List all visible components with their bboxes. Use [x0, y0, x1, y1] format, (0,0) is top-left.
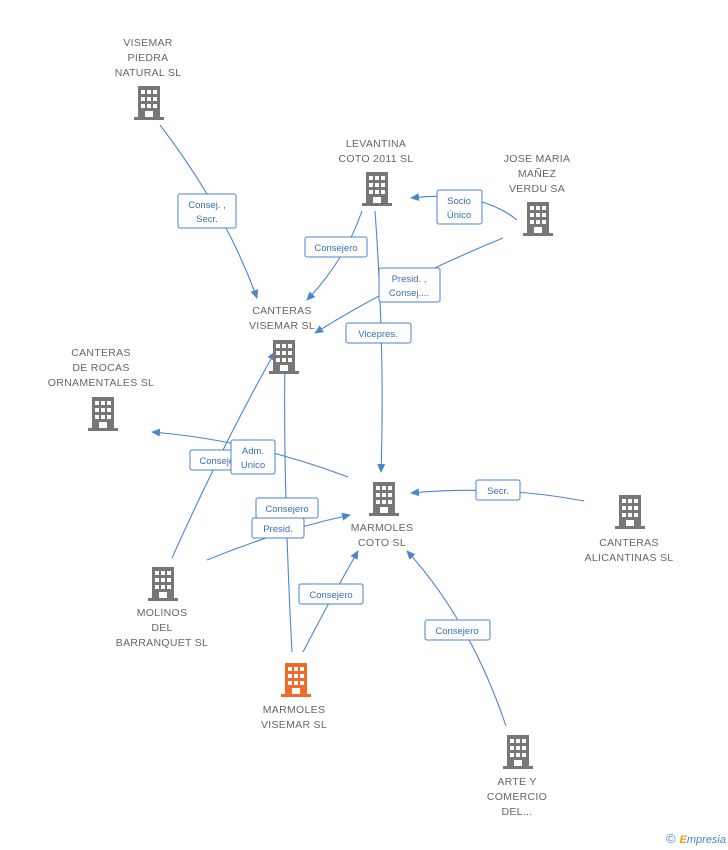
building-icon: [88, 397, 118, 431]
building-icon: [503, 735, 533, 769]
node-label: ALICANTINAS SL: [585, 552, 674, 564]
nodes: VISEMAR PIEDRA NATURAL SL LEVANTINA COTO…: [48, 37, 674, 818]
edge-label-e6-line1: Consejero: [199, 456, 242, 467]
node-label: BARRANQUET SL: [116, 637, 208, 649]
building-icon: [523, 202, 553, 236]
edge-label-e3-line1: Consejero: [314, 243, 357, 254]
edge-label-e9[interactable]: Presid.: [251, 517, 305, 539]
node-label: VERDU SA: [509, 183, 565, 195]
node-levantina-coto[interactable]: LEVANTINA COTO 2011 SL: [339, 138, 414, 206]
edge-label-e4[interactable]: Presid. , Consej....: [378, 267, 441, 303]
node-marmoles-visemar[interactable]: MARMOLES VISEMAR SL: [261, 663, 327, 731]
edge-label-e10-line1: Consejero: [309, 590, 352, 601]
edge-label-e5-line1: Vicepres.: [358, 329, 397, 340]
node-label: ORNAMENTALES SL: [48, 377, 154, 389]
building-icon: [369, 482, 399, 516]
node-label: DE ROCAS: [72, 362, 129, 374]
edge-label-e1-line2: Secr.: [196, 214, 218, 225]
node-label: MARMOLES: [351, 522, 414, 534]
building-icon: [134, 86, 164, 120]
node-label: COTO SL: [358, 537, 406, 549]
node-label: CANTERAS: [599, 537, 659, 549]
node-label: DEL...: [502, 806, 533, 818]
edge-labels: Consej. , Secr. Socio Único Consejero Pr…: [177, 189, 521, 641]
node-marmoles-coto[interactable]: MARMOLES COTO SL: [351, 482, 414, 549]
node-label: PIEDRA: [128, 52, 169, 64]
node-arte-comercio[interactable]: ARTE Y COMERCIO DEL...: [487, 735, 547, 818]
edge-molinos-canteras-visemar: [171, 351, 276, 559]
edge-label-e11[interactable]: Secr.: [475, 479, 521, 501]
node-jose-maria-manez[interactable]: JOSE MARIA MAÑEZ VERDU SA: [504, 153, 571, 236]
node-label: JOSE MARIA: [504, 153, 571, 165]
edge-label-e8-line1: Consejero: [265, 504, 308, 515]
node-canteras-alicantinas[interactable]: CANTERAS ALICANTINAS SL: [585, 495, 674, 564]
edge-label-e7-line1: Adm.: [242, 446, 264, 457]
node-label: COMERCIO: [487, 791, 547, 803]
edge-label-e2[interactable]: Socio Único: [436, 189, 483, 225]
edge-label-e12-line1: Consejero: [435, 626, 478, 637]
edge-label-e8[interactable]: Consejero: [255, 497, 319, 519]
node-canteras-visemar[interactable]: CANTERAS VISEMAR SL: [249, 305, 315, 374]
edge-levantina-canteras-visemar: [306, 210, 363, 301]
building-icon: [148, 567, 178, 601]
edge-label-e11-line1: Secr.: [487, 486, 509, 497]
node-label: VISEMAR SL: [261, 719, 327, 731]
edge-label-e5[interactable]: Vicepres.: [345, 322, 412, 344]
node-label: CANTERAS: [71, 347, 131, 359]
node-canteras-rocas[interactable]: CANTERAS DE ROCAS ORNAMENTALES SL: [48, 347, 154, 431]
edge-label-e4-line2: Consej....: [389, 288, 429, 299]
building-icon-focus: [281, 663, 311, 697]
edge-label-e1[interactable]: Consej. , Secr.: [177, 193, 237, 229]
edge-levantina-marmoles-coto: [374, 210, 386, 473]
edge-label-e12[interactable]: Consejero: [424, 619, 491, 641]
node-label: LEVANTINA: [346, 138, 406, 150]
edge-label-e4-line1: Presid. ,: [392, 274, 427, 285]
node-label: MOLINOS: [137, 607, 188, 619]
edge-marmoles-visemar-canteras-visemar: [280, 357, 293, 653]
node-label: ARTE Y: [497, 776, 536, 788]
edge-label-e1-line1: Consej. ,: [188, 200, 226, 211]
node-label: COTO 2011 SL: [339, 153, 414, 165]
brand-logo-text: mpresia: [686, 834, 726, 846]
node-molinos-barranquet[interactable]: MOLINOS DEL BARRANQUET SL: [116, 567, 208, 649]
building-icon: [615, 495, 645, 529]
edge-label-e2-line1: Socio: [447, 196, 471, 207]
edge-label-e2-line2: Único: [447, 210, 471, 221]
node-visemar-piedra-natural[interactable]: VISEMAR PIEDRA NATURAL SL: [115, 37, 182, 120]
node-label: NATURAL SL: [115, 67, 182, 79]
edge-label-e3[interactable]: Consejero: [304, 236, 368, 258]
edge-label-e10[interactable]: Consejero: [298, 583, 364, 605]
building-icon: [269, 340, 299, 374]
edge-label-e7[interactable]: Adm. Unico: [230, 439, 276, 475]
copyright-icon: ©: [665, 831, 676, 846]
edge-label-e9-line1: Presid.: [263, 524, 293, 535]
node-label: VISEMAR SL: [249, 320, 315, 332]
node-label: CANTERAS: [252, 305, 312, 317]
brand-logo-initial: E: [679, 834, 687, 846]
building-icon: [362, 172, 392, 206]
node-label: DEL: [151, 622, 172, 634]
brand-footer: ©Empresia: [666, 831, 726, 846]
edge-label-e7-line2: Unico: [241, 460, 265, 471]
node-label: MARMOLES: [263, 704, 326, 716]
node-label: VISEMAR: [123, 37, 172, 49]
node-label: MAÑEZ: [518, 167, 557, 180]
